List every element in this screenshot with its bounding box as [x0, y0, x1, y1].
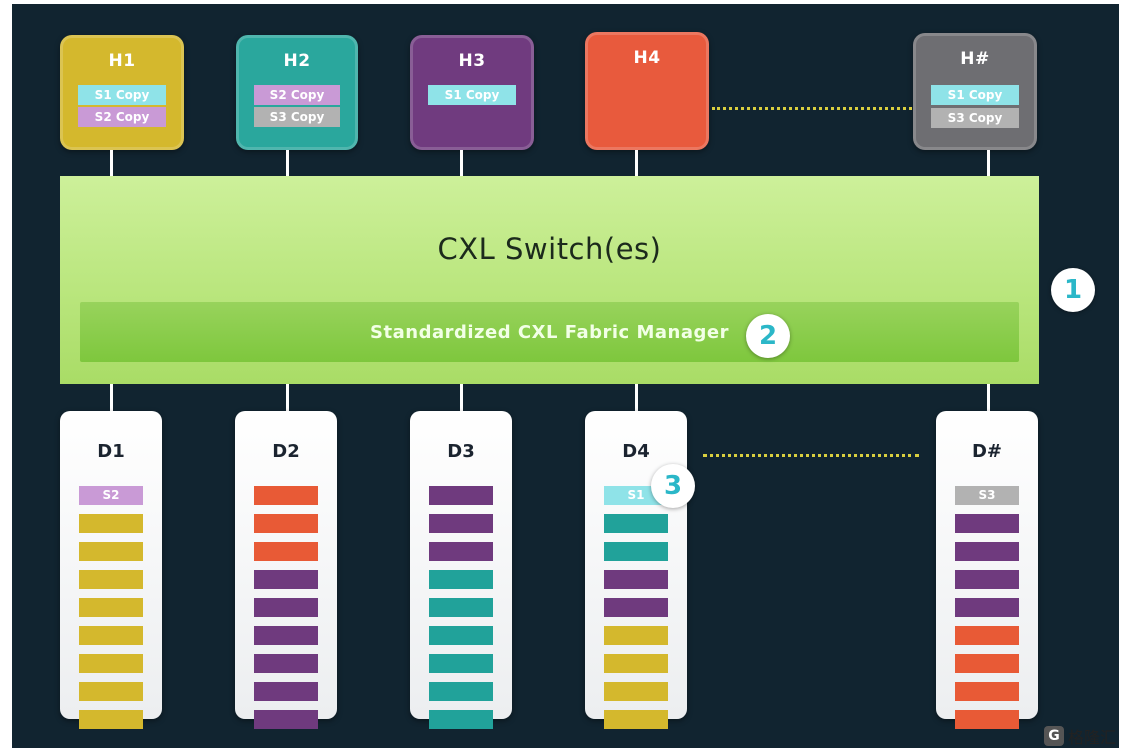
device-d4: D4 S1 — [585, 411, 687, 729]
device-d3: D3 — [410, 411, 512, 729]
host-label: H1 — [108, 51, 136, 71]
host-h2: H2 S2 Copy S3 Copy — [236, 35, 358, 150]
device-connector — [635, 384, 638, 411]
device-connector — [987, 384, 990, 411]
memory-block-teal — [429, 626, 493, 645]
copy-tag: S1 Copy — [931, 85, 1019, 105]
memory-block-teal — [429, 682, 493, 701]
device-d2: D2 — [235, 411, 337, 729]
device-label: D1 — [97, 441, 125, 462]
memory-block-yellow — [79, 542, 143, 561]
switch-title: CXL Switch(es) — [437, 232, 662, 266]
device-d1: D1 S2 — [60, 411, 162, 729]
memory-block-yellow — [604, 710, 668, 729]
memory-block-orange — [254, 486, 318, 505]
memory-block-orange — [254, 514, 318, 533]
memory-block-purple — [254, 598, 318, 617]
host-connector — [110, 150, 113, 176]
memory-block-purple — [254, 710, 318, 729]
host-connector — [635, 150, 638, 176]
memory-block-purple — [429, 542, 493, 561]
segment-tag: S2 — [79, 486, 143, 505]
memory-block-yellow — [79, 514, 143, 533]
device-connector — [286, 384, 289, 411]
memory-block-yellow — [604, 654, 668, 673]
memory-block-purple — [604, 598, 668, 617]
memory-block-purple — [254, 626, 318, 645]
fabric-manager-bar: Standardized CXL Fabric Manager — [80, 302, 1019, 362]
memory-block-teal — [429, 710, 493, 729]
memory-block-orange — [254, 542, 318, 561]
dotted-line-devices — [703, 454, 919, 457]
watermark-logo-icon: G — [1043, 726, 1064, 746]
watermark-text: 格隆汇 — [1067, 728, 1116, 747]
badge-1: 1 — [1051, 268, 1095, 312]
host-label: H4 — [633, 48, 661, 68]
host-connector — [987, 150, 990, 176]
memory-block-purple — [604, 570, 668, 589]
memory-block-purple — [955, 570, 1019, 589]
device-label: D2 — [272, 441, 300, 462]
copy-tag: S2 Copy — [78, 107, 166, 127]
device-connector — [460, 384, 463, 411]
device-label: D3 — [447, 441, 475, 462]
dotted-line-hosts — [712, 107, 912, 110]
memory-block-purple — [955, 598, 1019, 617]
memory-block-purple — [955, 514, 1019, 533]
host-h1: H1 S1 Copy S2 Copy — [60, 35, 184, 150]
memory-block-yellow — [79, 654, 143, 673]
memory-block-orange — [955, 654, 1019, 673]
copy-tag: S1 Copy — [78, 85, 166, 105]
memory-block-yellow — [79, 710, 143, 729]
memory-block-purple — [254, 682, 318, 701]
memory-block-yellow — [604, 682, 668, 701]
host-hn: H# S1 Copy S3 Copy — [913, 33, 1037, 150]
copy-tag: S1 Copy — [428, 85, 516, 105]
copy-tag: S3 Copy — [931, 108, 1019, 128]
memory-block-yellow — [79, 626, 143, 645]
memory-block-teal — [429, 570, 493, 589]
watermark: G 格隆汇 — [1043, 724, 1116, 748]
host-label: H3 — [458, 51, 486, 71]
host-connector — [460, 150, 463, 176]
memory-block-teal — [604, 514, 668, 533]
segment-tag: S3 — [955, 486, 1019, 505]
memory-block-teal — [604, 542, 668, 561]
memory-block-orange — [955, 682, 1019, 701]
copy-tag: S2 Copy — [254, 85, 340, 105]
memory-block-orange — [955, 626, 1019, 645]
memory-block-yellow — [79, 570, 143, 589]
host-h4: H4 — [585, 32, 709, 150]
cxl-switch: CXL Switch(es) Standardized CXL Fabric M… — [60, 176, 1039, 384]
memory-block-purple — [429, 514, 493, 533]
host-connector — [286, 150, 289, 176]
memory-block-orange — [955, 710, 1019, 729]
badge-3: 3 — [651, 464, 695, 508]
host-label: H2 — [283, 51, 311, 71]
memory-block-purple — [955, 542, 1019, 561]
device-connector — [110, 384, 113, 411]
memory-block-yellow — [79, 598, 143, 617]
host-h3: H3 S1 Copy — [410, 35, 534, 150]
device-label: D# — [971, 441, 1003, 462]
device-dn: D# S3 — [936, 411, 1038, 729]
memory-block-purple — [254, 570, 318, 589]
fabric-manager-label: Standardized CXL Fabric Manager — [370, 322, 729, 343]
device-label: D4 — [622, 441, 650, 462]
memory-block-teal — [429, 598, 493, 617]
memory-block-teal — [429, 654, 493, 673]
host-label: H# — [960, 49, 990, 69]
memory-block-purple — [429, 486, 493, 505]
badge-2: 2 — [746, 314, 790, 358]
memory-block-yellow — [604, 626, 668, 645]
memory-block-yellow — [79, 682, 143, 701]
copy-tag: S3 Copy — [254, 107, 340, 127]
memory-block-purple — [254, 654, 318, 673]
